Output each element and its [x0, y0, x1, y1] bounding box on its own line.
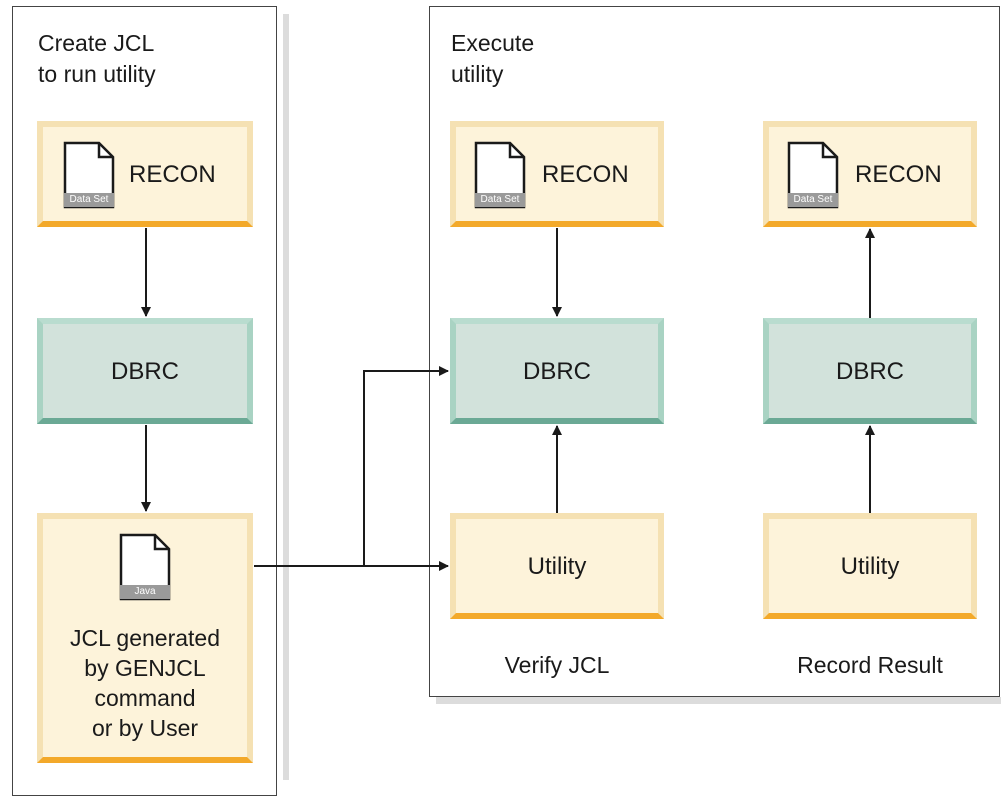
verify-dbrc-box: DBRC — [450, 318, 664, 424]
record-recon-box: Data Set RECON — [763, 121, 977, 227]
record-recon-label: RECON — [855, 161, 942, 188]
record-dbrc-box: DBRC — [763, 318, 977, 424]
execute-utility-title: Execute utility — [451, 28, 534, 90]
verify-utility-box: Utility — [450, 513, 664, 619]
verify-jcl-caption: Verify JCL — [504, 652, 610, 678]
verify-utility-label: Utility — [527, 553, 587, 580]
jcl-line-4: or by User — [91, 715, 199, 741]
jcl-line-3: command — [94, 685, 196, 711]
data-set-icon-tag: Data Set — [475, 193, 525, 207]
record-utility-box: Utility — [763, 513, 977, 619]
left-dbrc-label: DBRC — [110, 358, 179, 385]
flow-arrows — [141, 228, 875, 571]
data-set-icon-tag: Data Set — [788, 193, 838, 207]
verify-dbrc-label: DBRC — [522, 358, 591, 385]
data-set-icon: Data Set — [787, 141, 839, 209]
data-set-icon-tag: Data Set — [64, 193, 114, 207]
jcl-line-1: JCL generated — [69, 625, 221, 651]
record-utility-label: Utility — [840, 553, 900, 580]
verify-recon-box: Data Set RECON — [450, 121, 664, 227]
create-jcl-title-line2: to run utility — [38, 61, 156, 87]
jcl-description: JCL generated by GENJCL command or by Us… — [43, 623, 247, 743]
data-set-icon: Data Set — [474, 141, 526, 209]
arrow-jcl-to-verify-dbrc — [363, 366, 449, 566]
left-recon-label: RECON — [129, 161, 216, 188]
jcl-box: Java JCL generated by GENJCL command or … — [37, 513, 253, 763]
record-result-caption: Record Result — [797, 652, 943, 678]
java-file-icon-tag: Java — [120, 585, 170, 599]
jcl-line-2: by GENJCL — [84, 655, 206, 681]
execute-utility-title-line1: Execute — [451, 30, 535, 56]
java-file-icon: Java — [119, 533, 171, 601]
record-dbrc-label: DBRC — [835, 358, 904, 385]
verify-recon-label: RECON — [542, 161, 629, 188]
execute-utility-title-line2: utility — [451, 61, 504, 87]
left-recon-box: Data Set RECON — [37, 121, 253, 227]
left-panel-shadow — [283, 14, 289, 780]
left-dbrc-box: DBRC — [37, 318, 253, 424]
create-jcl-title: Create JCL to run utility — [38, 28, 156, 90]
create-jcl-title-line1: Create JCL — [38, 30, 155, 56]
right-panel-shadow — [436, 697, 1001, 704]
data-set-icon: Data Set — [63, 141, 115, 209]
